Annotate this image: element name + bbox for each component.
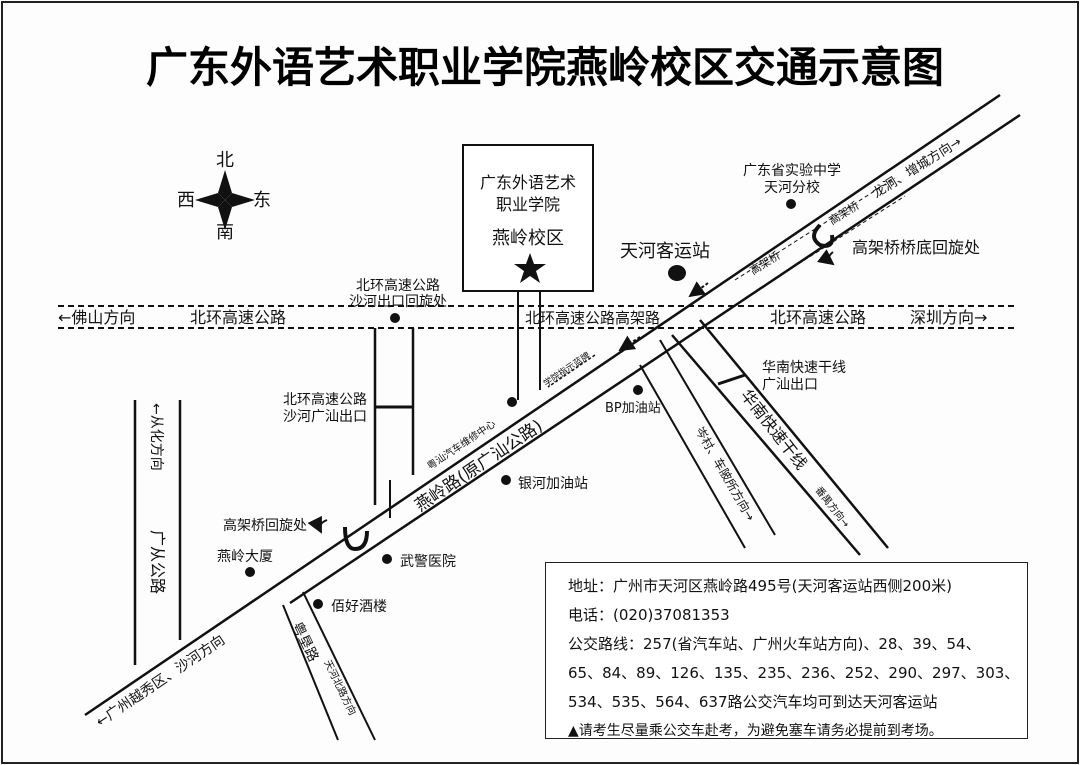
yueken-road: [282, 591, 376, 741]
yanling-road: [84, 93, 1021, 717]
huanan-exit-label-1: 华南快速干线: [762, 360, 846, 376]
foshan-direction: ←佛山方向: [58, 308, 135, 327]
info-bus-line-2: 65、84、89、126、135、235、236、252、290、297、303…: [568, 664, 1020, 682]
exp-school-label-1: 广东省实验中学: [743, 163, 841, 179]
info-address: 地址：广州市天河区燕岭路495号(天河客运站西侧200米): [568, 577, 952, 595]
yuexiu-direction: ←广州越秀区、沙河方向: [93, 632, 228, 730]
campus-block: 广东外语艺术 职业学院 燕岭校区: [462, 144, 594, 292]
campus-star-icon: [514, 253, 546, 283]
wujing-hospital-label: 武警医院: [400, 554, 456, 570]
compass-north: 北: [216, 150, 234, 171]
viaduct-uturn-label: 高架桥回旋处: [223, 517, 307, 534]
shahe-uturn-label-1: 北环高速公路: [356, 277, 440, 294]
conghua-direction: ←从化方向: [148, 403, 164, 471]
tianhe-station-label: 天河客运站: [620, 241, 710, 262]
compass-west: 西: [177, 190, 195, 211]
campus-name-line2: 职业学院: [496, 195, 560, 214]
gaojiaqiao-ramp: [734, 177, 906, 299]
campus-name-line1: 广东外语艺术: [480, 173, 576, 192]
compass-east: 东: [253, 190, 271, 211]
huanan-road-label: 华南快速干线: [737, 386, 811, 473]
cencun-road: [639, 339, 776, 549]
compass-south: 南: [216, 222, 234, 243]
school-sign-label: 学院指示蓝牌: [541, 349, 592, 389]
longdong-direction: 龙洞、增城方向→: [870, 134, 965, 202]
bp-gas-label: BP加油站: [605, 401, 661, 416]
yinhe-gas-label: 银河加油站: [518, 476, 588, 492]
shenzhen-direction: 深圳方向→: [910, 308, 987, 327]
guangcong-road-label: 广从公路: [148, 530, 167, 594]
shahe-exit-label-1: 北环高速公路: [283, 391, 367, 408]
map-title: 广东外语艺术职业学院燕岭校区交通示意图: [146, 43, 944, 92]
info-panel: 地址：广州市天河区燕岭路495号(天河客运站西侧200米) 电话：(020)37…: [545, 562, 1028, 739]
huanan-exit-label-2: 广汕出口: [762, 377, 818, 393]
beihuan-viaduct-label: 北环高速公路高架路: [525, 309, 660, 327]
bridge-uturn-label: 高架桥桥底回旋处: [852, 238, 980, 257]
shahe-exit-label-2: 沙河广汕出口: [283, 409, 367, 425]
shahe-uturn-label-2: 沙河出口回旋处: [349, 294, 447, 310]
beihuan-west-label: 北环高速公路: [190, 308, 286, 327]
compass-icon: 北 南 西 东: [177, 150, 271, 243]
gaojiaqiao-label-a: 高架桥: [747, 248, 782, 277]
info-bus-line-3: 534、535、564、637路公交汽车均可到达天河客运站: [568, 693, 938, 711]
shahe-exit-ramps: [373, 328, 415, 518]
yanling-building-label: 燕岭大厦: [217, 549, 273, 565]
yueken-road-label: 粤垦路: [288, 620, 321, 665]
huanan-expressway: [671, 319, 889, 556]
info-bus-line-1: 公交路线：257(省汽车站、广州火车站方向)、28、39、54、: [568, 635, 981, 653]
beihuan-east-label: 北环高速公路: [770, 308, 866, 327]
campus-name: 燕岭校区: [492, 228, 564, 249]
baihao-restaurant-label: 佰好酒楼: [331, 599, 387, 615]
guangcong-road: [133, 400, 182, 665]
info-notice: ▲请考生尽量乘公交车赴考，为避免塞车请务必提前到考场。: [568, 723, 943, 739]
info-phone: 电话：(020)37081353: [568, 606, 730, 624]
exp-school-label-2: 天河分校: [764, 179, 820, 196]
